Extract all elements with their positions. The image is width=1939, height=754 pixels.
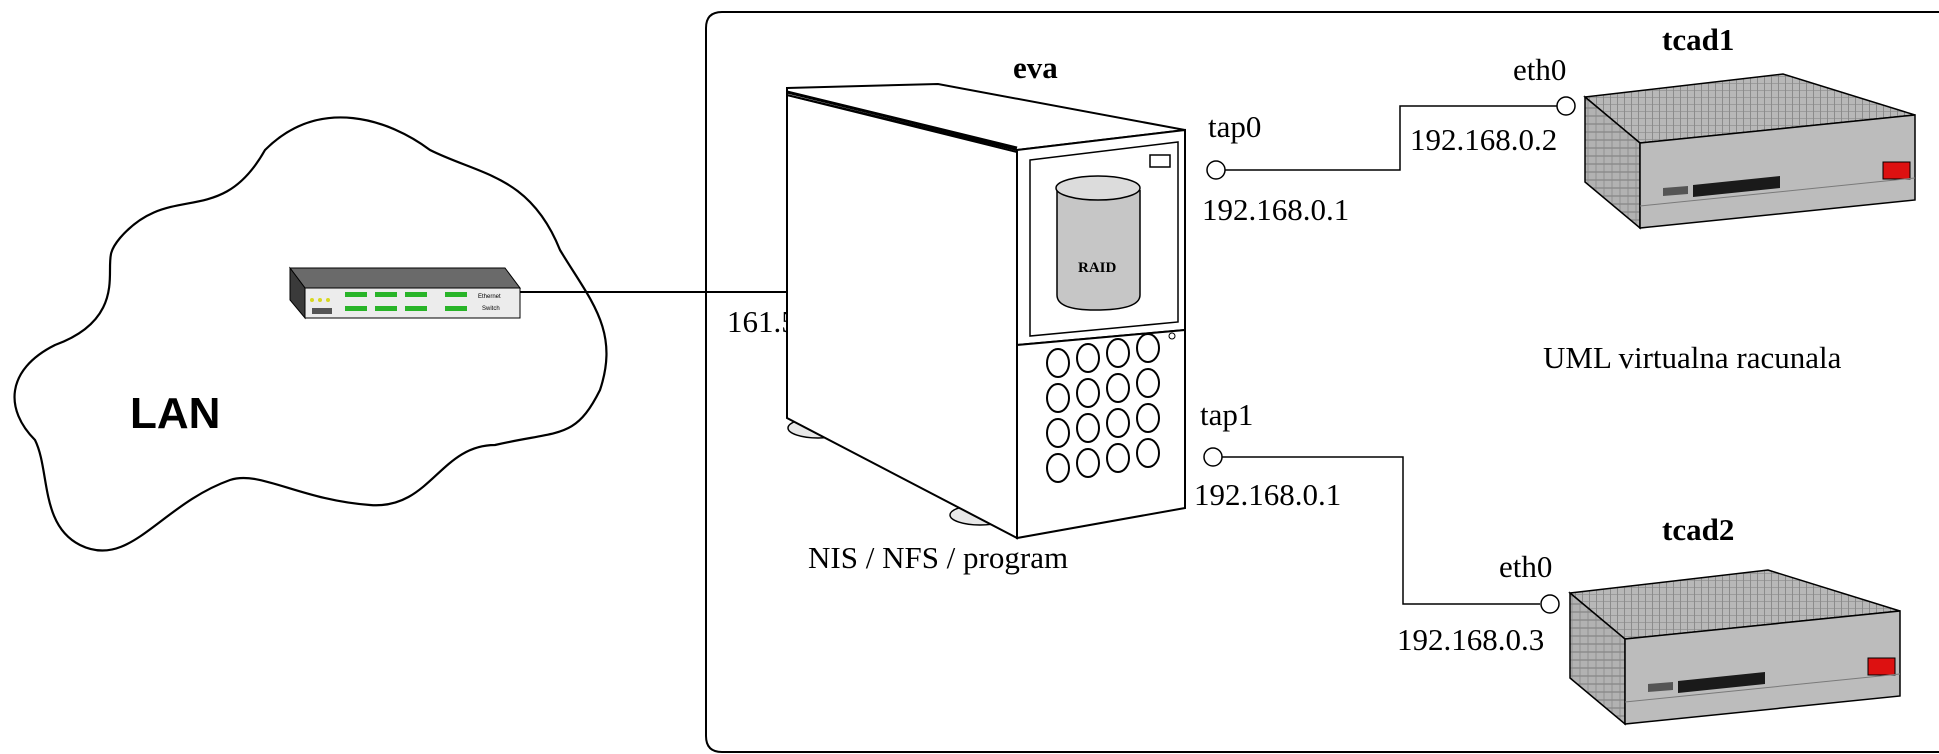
- virtual-machines-caption: UML virtualna racunala: [1543, 340, 1842, 375]
- ethernet-switch[interactable]: Ethernet Switch: [289, 266, 521, 320]
- tcad2-name: tcad2: [1662, 512, 1734, 547]
- raid-label: RAID: [1078, 260, 1117, 276]
- tcad1-name: tcad1: [1662, 22, 1734, 57]
- link-tap0-tcad1: [1225, 105, 1557, 171]
- eva-tap1-ip: 192.168.0.1: [1194, 477, 1341, 512]
- eva-tap1-port[interactable]: [1203, 447, 1223, 467]
- server-name: eva: [1013, 50, 1058, 85]
- server-role: NIS / NFS / program: [808, 540, 1068, 575]
- eva-tap0-label: tap0: [1208, 109, 1261, 144]
- tcad1-ip: 192.168.0.2: [1410, 122, 1557, 157]
- link-tap1-tcad2: [1222, 456, 1540, 605]
- eva-tap0-port[interactable]: [1206, 160, 1226, 180]
- server-vents: [1046, 333, 1160, 483]
- raid-drive: RAID: [1055, 175, 1141, 311]
- switch-port-leds: [310, 292, 467, 314]
- tcad1-eth0-label: eth0: [1513, 52, 1566, 87]
- lan-label: LAN: [130, 389, 220, 438]
- switch-label-line2: Switch: [482, 306, 500, 312]
- server-eva[interactable]: RAID: [786, 82, 1186, 540]
- switch-label-line1: Ethernet: [478, 294, 501, 300]
- vm-tcad2[interactable]: [1568, 569, 1901, 726]
- eva-tap1-label: tap1: [1200, 397, 1253, 432]
- lan-cloud: [13, 116, 608, 552]
- tcad2-eth0-label: eth0: [1499, 549, 1552, 584]
- vm-tcad1[interactable]: [1583, 73, 1916, 230]
- tcad2-eth0-port[interactable]: [1540, 594, 1560, 614]
- eva-tap0-ip: 192.168.0.1: [1202, 192, 1349, 227]
- tcad2-ip: 192.168.0.3: [1397, 622, 1544, 657]
- server-region-frame: [705, 11, 1939, 753]
- tcad1-eth0-port[interactable]: [1556, 96, 1576, 116]
